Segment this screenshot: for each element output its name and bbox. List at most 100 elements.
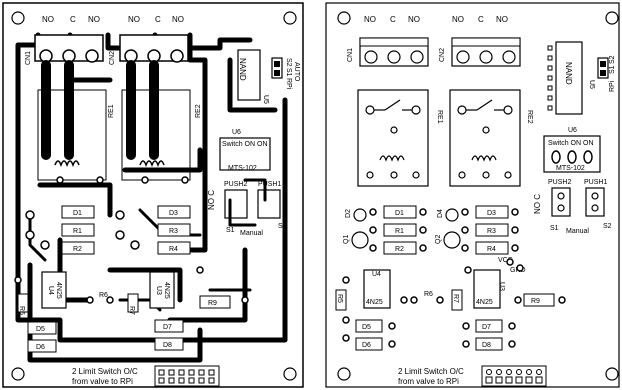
auto-label: AUTO: [293, 62, 300, 82]
diode-label: D3: [487, 210, 496, 217]
switch-model: MTS-102: [228, 165, 257, 172]
resistor-label: R4: [487, 246, 496, 253]
terminal-label: C: [155, 15, 161, 24]
mounting-hole: [283, 367, 297, 381]
rpi-header: [271, 57, 283, 79]
diode-label: D8: [163, 342, 172, 349]
opto-u4: [363, 269, 391, 309]
diode-label: D5: [36, 326, 45, 333]
mounting-hole: [11, 11, 25, 25]
mounting-hole: [337, 11, 351, 25]
ic-label: U5: [588, 80, 595, 89]
diode-label: D1: [395, 210, 404, 217]
resistor-label: R2: [395, 246, 404, 253]
terminal-label: NO: [172, 15, 184, 24]
diode-d2: [353, 208, 367, 222]
manual-label: Manual: [240, 230, 263, 237]
resistor-label: R5: [336, 294, 343, 303]
diode-label: D6: [36, 344, 45, 351]
footer-header: [154, 365, 220, 387]
resistor-r3: [157, 223, 191, 237]
s1-label: S1: [550, 225, 559, 232]
switch-label: Switch ON ON: [548, 140, 594, 147]
gpio-label: S1: [609, 65, 616, 74]
opto-u3: [149, 271, 175, 309]
resistor-label: R4: [169, 246, 178, 253]
solder-pads: [342, 208, 566, 348]
ic-label: U5: [262, 95, 269, 104]
s2-label: S2: [278, 223, 287, 230]
right-board: NO C NO NO C NO CN1 CN2 RE1 RE2: [325, 2, 620, 388]
opto-label: 4N25: [366, 299, 383, 306]
push2-outline: [551, 187, 571, 217]
diode-label: D2: [345, 209, 352, 218]
resistor-label: R6: [99, 292, 108, 299]
terminal-label: NO: [88, 15, 100, 24]
terminal-label: C: [70, 15, 76, 24]
terminal-block-cn2: [451, 37, 521, 67]
resistor-label: R7: [452, 294, 459, 303]
nc-label: NO C: [207, 190, 216, 210]
opto-u3: [473, 269, 501, 309]
mounting-hole: [337, 367, 351, 381]
resistor-r4: [157, 241, 191, 255]
footer-line: from valve to RPi: [398, 377, 459, 386]
terminal-block-cn2: [119, 34, 189, 63]
gpio-label: S2: [285, 58, 292, 67]
opto-label: 4N25: [163, 282, 170, 299]
terminal-block-cn1: [34, 34, 104, 63]
s2-label: S2: [603, 223, 612, 230]
u6-label: U6: [568, 127, 577, 134]
diode-label: D3: [169, 210, 178, 217]
ic-label: NAND: [564, 62, 573, 85]
resistor-label: R1: [73, 228, 82, 235]
relay-re1: [357, 89, 429, 187]
connector-label: CN1: [25, 51, 32, 65]
terminal-label: NO: [452, 15, 464, 24]
gpio-label: RPi: [285, 78, 292, 90]
relay-re2-outline: [121, 89, 191, 181]
opto-label: 4N25: [55, 282, 62, 299]
opto-label: U4: [372, 271, 381, 278]
connector-label: CN1: [347, 48, 354, 62]
resistor-r5: [335, 289, 347, 311]
diode-d5: [355, 319, 383, 333]
diode-d1: [383, 205, 417, 219]
diode-d3: [475, 205, 509, 219]
mounting-hole: [11, 367, 25, 381]
diode-d4: [445, 208, 459, 222]
push1-outline: [585, 187, 605, 217]
push2-outline: [224, 189, 248, 219]
relay-label: RE2: [195, 104, 202, 118]
resistor-r4: [475, 241, 509, 255]
resistor-r2: [383, 241, 417, 255]
ic-label: NAND: [238, 58, 247, 81]
gpio-label: RPi: [609, 80, 616, 92]
diode-d3: [157, 205, 191, 219]
footer-header: [481, 365, 547, 387]
u6-label: U6: [232, 129, 241, 136]
resistor-r5: [17, 293, 29, 313]
resistor-r2: [61, 241, 95, 255]
resistor-r1: [61, 223, 95, 237]
left-board: NO C NO NO C NO: [2, 2, 304, 388]
resistor-label: R7: [128, 306, 135, 315]
terminal-label: NO: [496, 15, 508, 24]
diode-d1: [61, 205, 95, 219]
resistor-label: R9: [531, 298, 540, 305]
diode-d5: [27, 321, 57, 335]
terminal-label: NO: [364, 15, 376, 24]
resistor-label: R5: [18, 306, 25, 315]
transistor-q1: [351, 231, 369, 249]
nc-label: NO C: [533, 194, 542, 214]
push-label: PUSH1: [584, 179, 607, 186]
footer-line: from valve to RPi: [72, 377, 133, 386]
resistor-label: R1: [395, 228, 404, 235]
diode-label: D5: [362, 324, 371, 331]
relay-re1-outline: [37, 89, 107, 181]
opto-label: U3: [498, 282, 505, 291]
resistor-r9: [523, 293, 555, 307]
relay-label: RE1: [108, 104, 115, 118]
coil-symbol: [54, 160, 80, 168]
transistor-label: Q2: [435, 235, 442, 244]
